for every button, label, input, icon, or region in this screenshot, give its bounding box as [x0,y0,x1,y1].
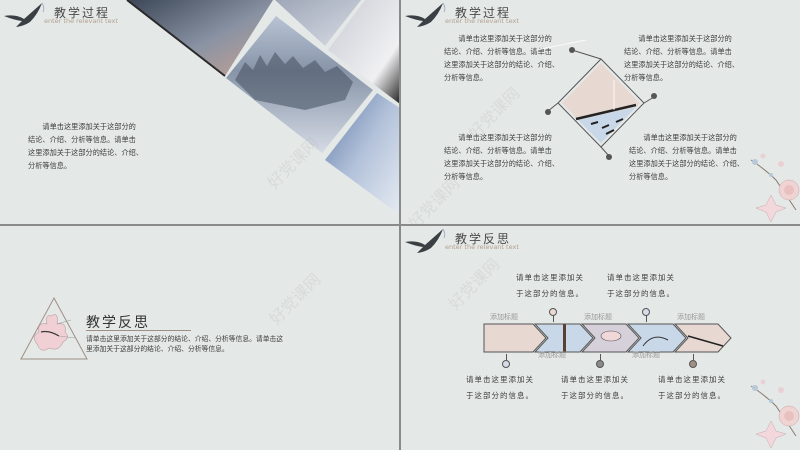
connector-stem [646,315,647,322]
connector-stem [506,354,507,360]
bird-logo-icon [405,2,446,27]
text-block-bottom-left: 请单击这里添加关于这部分的结论、介绍、分析等信息。请单击 这里添加关于这部分的结… [444,133,560,181]
step-note-2: 请单击这里添加关于这部分的信息。 [516,273,584,298]
watermark: 好党课网 [265,269,325,329]
connector-circle [502,360,510,368]
photo-seascape [325,93,399,215]
bird-logo-icon [405,228,446,253]
triangle-flower-frame [20,296,88,360]
watermark: 好党课网 [444,254,504,314]
connector-dot [569,47,575,53]
slide-teaching-process-2[interactable]: 教学过程 enter the relevant text 请单击这里添加关于这部… [401,0,800,224]
step-label-2[interactable]: 添加标题 [538,351,566,359]
step-note-5: 请单击这里添加关于这部分的信息。 [658,375,726,400]
photo-clouds [275,0,361,46]
arrow-step-4 [626,323,687,353]
step-note-3: 请单击这里添加关于这部分的信息。 [561,375,629,400]
slide-teaching-reflection-1[interactable]: 教学反思 请单击这里添加关于这部分的结论、介绍、分析等信息。请单击这 里添加关于… [0,226,399,450]
diamond-image-frame [536,40,657,160]
body-paragraph: 请单击这里添加关于这部分的 结论、介绍、分析等信息。请单击 这里添加关于这部分的… [28,122,144,170]
slide-subtitle: enter the relevant text [445,243,519,251]
text-block-top-left: 请单击这里添加关于这部分的结论、介绍、分析等信息。请单击 这里添加关于这部分的结… [444,34,560,82]
slide-title: 教学过程 [455,6,512,20]
connector-dot [651,93,657,99]
photo-collage [126,0,399,215]
title-underline [86,330,191,331]
step-note-1: 请单击这里添加关于这部分的信息。 [466,375,534,400]
floral-decoration [750,153,800,223]
slide-title: 教学反思 [455,232,512,246]
photo-lake [127,0,273,76]
step-note-4: 请单击这里添加关于这部分的信息。 [607,273,675,298]
step-label-3[interactable]: 添加标题 [584,313,612,321]
arrow-step-1 [483,323,547,353]
step-label-4[interactable]: 添加标题 [632,351,660,359]
connector-circle [689,360,697,368]
slide-subtitle: enter the relevant text [44,17,118,25]
slide-header: 教学反思 enter the relevant text [401,226,531,258]
connector-stem [553,315,554,322]
text-block-bottom-right: 请单击这里添加关于这部分的结论、介绍、分析等信息。请单击 这里添加关于这部分的结… [629,133,745,181]
floral-decoration [750,379,800,449]
text-block-top-right: 请单击这里添加关于这部分的结论、介绍、分析等信息。请单击 这里添加关于这部分的结… [624,34,740,82]
connector-dot [545,109,551,115]
connector-dot [606,154,612,160]
connector-circle [642,308,650,316]
connector-circle [549,308,557,316]
photo-sky [328,0,399,104]
connector-stem [600,354,601,360]
connector-stem [693,354,694,360]
slide-teaching-reflection-2[interactable]: 教学反思 enter the relevant text 添加标题 添加标题 添… [401,226,800,450]
slide-title: 教学过程 [54,6,111,20]
connector-circle [596,360,604,368]
slide-header: 教学过程 enter the relevant text [0,0,130,32]
section-title: 教学反思 [86,315,150,331]
slide-header: 教学过程 enter the relevant text [401,0,531,32]
step-label-1[interactable]: 添加标题 [490,313,518,321]
slide-subtitle: enter the relevant text [445,17,519,25]
bird-logo-icon [4,2,45,27]
step-label-5[interactable]: 添加标题 [677,313,705,321]
arrow-chain [483,323,732,353]
body-paragraph: 请单击这里添加关于这部分的结论、介绍、分析等信息。请单击这 里添加关于这部分的结… [86,335,284,353]
slide-teaching-process-1[interactable]: 教学过程 enter the relevant text [0,0,399,224]
